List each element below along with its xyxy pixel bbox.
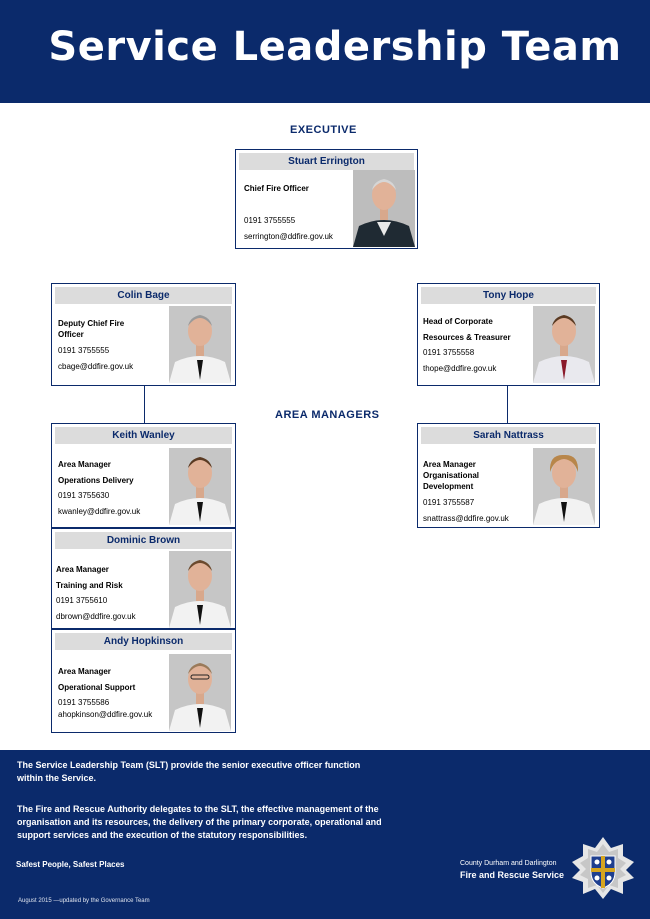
portrait-photo xyxy=(169,448,231,525)
person-phone: 0191 3755555 xyxy=(58,346,110,355)
person-name: Keith Wanley xyxy=(55,427,232,444)
executive-heading: EXECUTIVE xyxy=(290,124,357,136)
person-role-line2: Operational Support xyxy=(58,683,136,692)
person-role-line1: Deputy Chief Fire xyxy=(58,319,125,328)
header-banner: Service Leadership Team xyxy=(0,0,650,103)
person-name: Colin Bage xyxy=(55,287,232,304)
portrait-photo xyxy=(533,306,595,383)
portrait-photo xyxy=(533,448,595,525)
card-andy-hopkinson: Andy Hopkinson Area Manager Operational … xyxy=(51,629,236,733)
tagline: Safest People, Safest Places xyxy=(16,860,125,869)
fire-service-crest-icon xyxy=(571,836,635,900)
brand-line-1: County Durham and Darlington xyxy=(460,860,557,867)
person-name: Stuart Errington xyxy=(239,153,414,170)
person-name: Andy Hopkinson xyxy=(55,633,232,650)
footer-text: The Fire and Rescue Authority delegates … xyxy=(17,804,379,814)
person-email[interactable]: snattrass@ddfire.gov.uk xyxy=(423,514,509,523)
person-role-line3: Development xyxy=(423,482,474,491)
footer-paragraph-2: The Fire and Rescue Authority delegates … xyxy=(17,803,382,842)
card-stuart-errington: Stuart Errington Chief Fire Officer 0191… xyxy=(235,149,418,249)
portrait-photo xyxy=(169,551,231,628)
person-email[interactable]: ahopkinson@ddfire.gov.uk xyxy=(58,710,153,719)
person-email[interactable]: kwanley@ddfire.gov.uk xyxy=(58,507,141,516)
card-sarah-nattrass: Sarah Nattrass Area Manager Organisation… xyxy=(417,423,600,528)
person-phone: 0191 3755555 xyxy=(244,216,296,225)
page-title: Service Leadership Team xyxy=(48,24,622,70)
person-phone: 0191 3755610 xyxy=(56,596,108,605)
footer-paragraph-1: The Service Leadership Team (SLT) provid… xyxy=(17,759,360,785)
person-phone: 0191 3755630 xyxy=(58,491,110,500)
person-role-line2: Training and Risk xyxy=(56,581,123,590)
footer: The Service Leadership Team (SLT) provid… xyxy=(0,750,650,919)
person-email[interactable]: serrington@ddfire.gov.uk xyxy=(244,232,333,241)
card-dominic-brown: Dominic Brown Area Manager Training and … xyxy=(51,528,236,629)
person-role-line2: Operations Delivery xyxy=(58,476,134,485)
person-name: Dominic Brown xyxy=(55,532,232,549)
brand-line-2: Fire and Rescue Service xyxy=(460,870,565,880)
person-role-line1: Area Manager xyxy=(423,460,476,469)
portrait-photo xyxy=(169,306,231,383)
card-tony-hope: Tony Hope Head of Corporate Resources & … xyxy=(417,283,600,386)
person-email[interactable]: dbrown@ddfire.gov.uk xyxy=(56,612,136,621)
area-managers-heading: AREA MANAGERS xyxy=(275,409,380,421)
portrait-photo xyxy=(353,170,415,247)
footer-text: The Service Leadership Team (SLT) provid… xyxy=(17,760,361,770)
person-email[interactable]: thope@ddfire.gov.uk xyxy=(423,364,497,373)
footer-text: within the Service. xyxy=(17,773,97,783)
person-role-line2: Organisational xyxy=(423,471,480,480)
portrait-photo xyxy=(169,654,231,731)
person-role-line2: Officer xyxy=(58,330,84,339)
card-colin-bage: Colin Bage Deputy Chief Fire Officer 019… xyxy=(51,283,236,386)
person-name: Sarah Nattrass xyxy=(421,427,596,444)
person-role-line1: Head of Corporate xyxy=(423,317,493,326)
footer-text: support services and the execution of th… xyxy=(17,830,308,840)
person-phone: 0191 3755586 xyxy=(58,698,110,707)
person-name: Tony Hope xyxy=(421,287,596,304)
person-phone: 0191 3755558 xyxy=(423,348,475,357)
connector-line-left xyxy=(144,386,145,423)
card-keith-wanley: Keith Wanley Area Manager Operations Del… xyxy=(51,423,236,528)
person-role-line1: Area Manager xyxy=(58,667,111,676)
person-phone: 0191 3755587 xyxy=(423,498,475,507)
person-role: Chief Fire Officer xyxy=(244,184,309,193)
person-role-line1: Area Manager xyxy=(56,565,109,574)
footer-text: organisation and its resources, the deli… xyxy=(17,817,382,827)
connector-line-right xyxy=(507,386,508,423)
person-email[interactable]: cbage@ddfire.gov.uk xyxy=(58,362,134,371)
updated-note: August 2015 —updated by the Governance T… xyxy=(18,898,150,904)
person-role-line2: Resources & Treasurer xyxy=(423,333,511,342)
person-role-line1: Area Manager xyxy=(58,460,111,469)
